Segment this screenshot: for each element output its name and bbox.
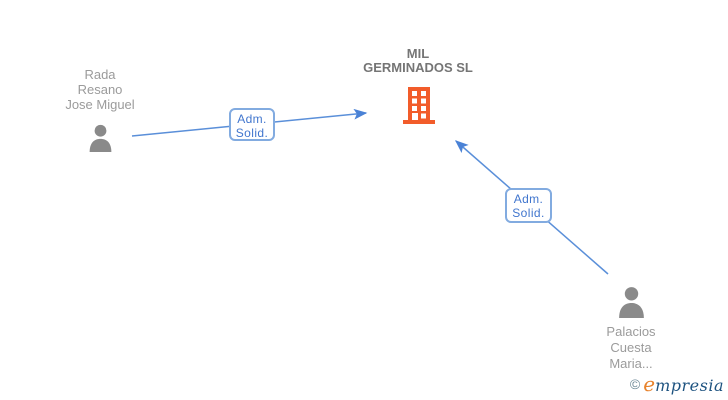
building-icon (403, 87, 435, 124)
company-node-name[interactable]: MIL GERMINADOS SL (338, 47, 498, 75)
empresia-logo[interactable]: ©empresia (630, 372, 724, 396)
person-name-line: Rada (84, 67, 116, 82)
person-name-line: Cuesta (610, 340, 652, 355)
person-name-line: Jose Miguel (65, 97, 135, 112)
edge-label-line: Adm. (237, 112, 267, 126)
edge-label-adm-solid-2: Adm. Solid. (505, 188, 552, 223)
person-name-line: Resano (77, 82, 123, 97)
edge-label-adm-solid-1: Adm. Solid. (229, 108, 275, 141)
copyright-icon: © (629, 376, 641, 392)
person-node-rada-resano[interactable]: Rada Resano Jose Miguel (40, 67, 160, 112)
person-node-palacios-cuesta-icon[interactable] (615, 285, 648, 318)
person-icon (619, 287, 644, 318)
person-node-palacios-cuesta[interactable]: Palacios Cuesta Maria... (571, 324, 691, 372)
edge-label-line: Solid. (235, 126, 269, 140)
edge-label-line: Solid. (512, 206, 545, 220)
edge-label-line: Adm. (513, 192, 544, 206)
company-name-line: GERMINADOS SL (363, 60, 473, 75)
person-name-line: Palacios (606, 324, 656, 339)
empresia-logo-text: mpresia (655, 376, 724, 395)
person-icon (89, 124, 112, 152)
person-node-rada-resano-icon[interactable] (86, 122, 115, 153)
empresia-logo-initial: e (643, 372, 656, 396)
person-name-line: Maria... (609, 356, 653, 371)
company-name-line: MIL (406, 46, 430, 61)
company-node[interactable] (402, 87, 436, 124)
